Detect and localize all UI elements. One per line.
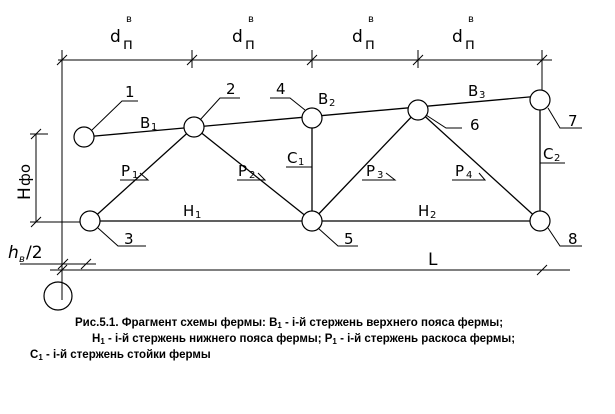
svg-text:в: в bbox=[248, 14, 254, 25]
label-B2: B 2 bbox=[318, 90, 335, 109]
node-circle-3 bbox=[79, 210, 101, 232]
offset-label: h в /2 bbox=[8, 243, 43, 265]
node-number-3: 3 bbox=[124, 230, 134, 248]
svg-text:в: в bbox=[368, 14, 374, 25]
svg-text:P: P bbox=[455, 162, 464, 180]
label-H2: H 2 bbox=[418, 202, 436, 221]
svg-text:H: H bbox=[183, 202, 194, 220]
node-number-8: 8 bbox=[568, 230, 578, 248]
svg-text:1: 1 bbox=[298, 157, 304, 168]
panel-label-2: d п в bbox=[232, 14, 255, 53]
svg-text:P: P bbox=[121, 162, 130, 180]
caption-line-3: C1 - i-й стержень стойки фермы bbox=[30, 349, 211, 362]
svg-text:1: 1 bbox=[132, 170, 138, 181]
svg-text:4: 4 bbox=[466, 170, 472, 181]
node-circle-2 bbox=[183, 116, 205, 138]
svg-text:B: B bbox=[318, 90, 328, 108]
panel-label-3: d п в bbox=[352, 14, 375, 53]
node-circle-8 bbox=[529, 210, 551, 232]
svg-text:P: P bbox=[366, 162, 375, 180]
svg-text:C: C bbox=[543, 145, 553, 163]
node-number-6: 6 bbox=[470, 116, 480, 134]
member-labels: B 1 B 2 B 3 H 1 H 2 P 1 P 2 P 3 bbox=[121, 82, 560, 221]
span-dimension bbox=[50, 264, 570, 276]
node-leaders bbox=[91, 97, 582, 247]
node-number-7: 7 bbox=[568, 112, 578, 130]
svg-text:B: B bbox=[468, 82, 478, 100]
svg-text:/2: /2 bbox=[26, 243, 43, 263]
top-dimension bbox=[56, 50, 552, 300]
svg-text:в: в bbox=[468, 14, 474, 25]
panel-label-1: d п в bbox=[110, 14, 133, 53]
truss-nodes bbox=[73, 89, 551, 232]
svg-text:h: h bbox=[8, 243, 19, 263]
node-number-1: 1 bbox=[125, 83, 135, 101]
label-P1: P 1 bbox=[121, 162, 138, 181]
svg-text:1: 1 bbox=[151, 122, 157, 133]
svg-text:п: п bbox=[123, 35, 133, 53]
svg-text:в: в bbox=[126, 14, 132, 25]
svg-text:d: d bbox=[352, 27, 363, 47]
svg-text:H: H bbox=[418, 202, 429, 220]
label-P4: P 4 bbox=[455, 162, 472, 181]
svg-text:1: 1 bbox=[195, 210, 201, 221]
caption-line-1: Рис.5.1. Фрагмент схемы фермы: B1 - i-й … bbox=[75, 317, 504, 330]
node-circle-7 bbox=[529, 89, 551, 111]
offset-dimension bbox=[20, 258, 96, 270]
node-circle-4 bbox=[301, 107, 323, 129]
label-H1: H 1 bbox=[183, 202, 201, 221]
node-circle-1 bbox=[73, 126, 95, 148]
height-label: H фо bbox=[15, 164, 35, 200]
svg-text:п: п bbox=[365, 35, 375, 53]
node-number-4: 4 bbox=[276, 80, 286, 98]
svg-text:B: B bbox=[140, 114, 150, 132]
span-label: L bbox=[428, 250, 438, 270]
svg-text:d: d bbox=[110, 27, 121, 47]
support-circle bbox=[43, 281, 73, 311]
svg-text:п: п bbox=[465, 35, 475, 53]
svg-text:C: C bbox=[287, 149, 297, 167]
node-number-2: 2 bbox=[226, 80, 236, 98]
svg-text:H: H bbox=[15, 187, 35, 200]
node-circle-5 bbox=[301, 210, 323, 232]
label-P3: P 3 bbox=[366, 162, 383, 181]
label-B1: B 1 bbox=[140, 114, 157, 133]
panel-label-4: d п в bbox=[452, 14, 475, 53]
svg-text:3: 3 bbox=[377, 170, 383, 181]
svg-text:d: d bbox=[452, 27, 463, 47]
caption-line-2: H1 - i-й стержень нижнего пояса фермы; P… bbox=[92, 333, 516, 346]
label-B3: B 3 bbox=[468, 82, 485, 101]
member-leaders bbox=[120, 162, 565, 181]
label-C2: C 2 bbox=[543, 145, 560, 164]
label-C1: C 1 bbox=[287, 149, 304, 168]
node-circle-6 bbox=[407, 99, 429, 121]
svg-text:d: d bbox=[232, 27, 243, 47]
node-number-5: 5 bbox=[344, 230, 354, 248]
svg-text:2: 2 bbox=[430, 210, 436, 221]
node-numbers: 1 2 3 4 5 6 7 8 bbox=[124, 80, 578, 248]
svg-text:2: 2 bbox=[554, 153, 560, 164]
svg-text:2: 2 bbox=[329, 98, 335, 109]
svg-text:в: в bbox=[19, 254, 25, 265]
label-P2: P 2 bbox=[238, 162, 255, 181]
svg-text:2: 2 bbox=[249, 170, 255, 181]
svg-text:п: п bbox=[245, 35, 255, 53]
svg-text:фо: фо bbox=[16, 164, 34, 186]
svg-text:3: 3 bbox=[479, 90, 485, 101]
svg-text:P: P bbox=[238, 162, 247, 180]
